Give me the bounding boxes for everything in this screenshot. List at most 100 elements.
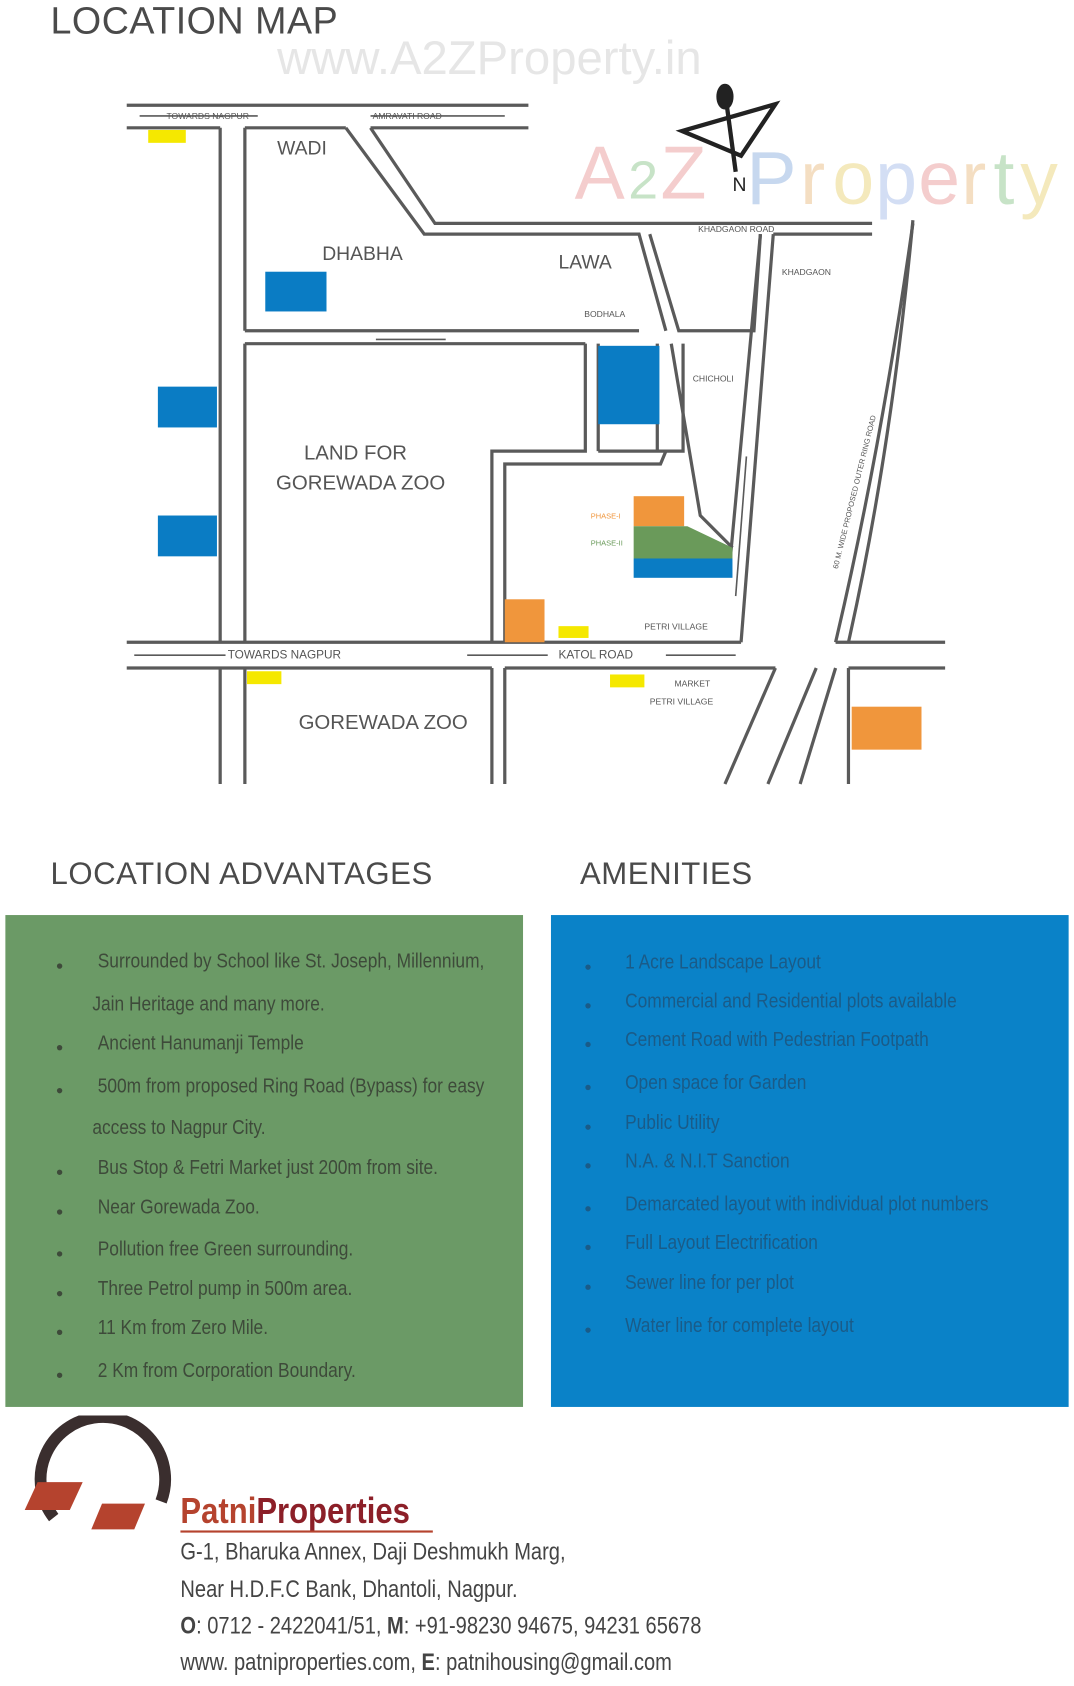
svg-text:r: r	[961, 136, 986, 220]
bullet-icon	[585, 1124, 591, 1130]
svg-text:2: 2	[628, 151, 658, 211]
advantage-item: Pollution free Green surrounding.	[97, 1238, 354, 1261]
location-map: A 2 Z P r o p e r t y N	[126, 83, 1059, 785]
amenity-item: Commercial and Residential plots availab…	[625, 990, 957, 1013]
bullet-icon	[56, 1209, 63, 1215]
phase-2-plot	[633, 526, 733, 559]
website-link[interactable]: www. patniproperties.com,	[180, 1648, 422, 1676]
svg-text:e: e	[918, 136, 960, 220]
svg-text:A: A	[575, 131, 625, 215]
bullet-icon	[585, 1163, 591, 1169]
svg-text:r: r	[800, 136, 825, 220]
amenity-item: Full Layout Electrification	[625, 1231, 818, 1255]
mobile-phone[interactable]: : +91-98230 94675, 94231 65678	[403, 1612, 702, 1639]
advantage-item: Jain Heritage and many more.	[92, 993, 325, 1017]
bullet-icon	[56, 1329, 63, 1335]
label-katol-road: KATOL ROAD	[558, 647, 633, 661]
advantage-item: access to Nagpur City.	[92, 1116, 266, 1140]
bullet-icon	[585, 1206, 591, 1212]
email-link[interactable]: : patnihousing@gmail.com	[434, 1648, 672, 1676]
label-dhabha: DHABHA	[322, 244, 403, 265]
yellow-tag	[148, 129, 186, 143]
svg-text:P: P	[746, 136, 796, 220]
yellow-tag	[558, 626, 589, 638]
contact-phones: O: 0712 - 2422041/51, M: +91-98230 94675…	[180, 1612, 701, 1640]
label-amravati-road: AMRAVATI ROAD	[373, 111, 442, 121]
amenity-item: 1 Acre Landscape Layout	[625, 951, 821, 975]
north-compass-icon: N	[675, 83, 781, 196]
advantage-item: Three Petrol pump in 500m area.	[97, 1278, 353, 1301]
company-underline	[180, 1530, 433, 1533]
label-wadi: WADI	[277, 139, 327, 160]
label-lawa: LAWA	[558, 253, 611, 274]
location-map-title: LOCATION MAP	[50, 0, 339, 42]
watermark-url: www.A2ZProperty.in	[277, 32, 702, 85]
label-bodhala: BODHALA	[584, 309, 625, 319]
label-khadgaon: KHADGAON	[782, 267, 831, 277]
advantage-item: Bus Stop & Fetri Market just 200m from s…	[97, 1156, 439, 1180]
label-market: MARKET	[674, 678, 711, 688]
bullet-icon	[56, 1251, 63, 1257]
blue-landmark-block	[633, 558, 733, 578]
label-towards-nagpur: TOWARDS NAGPUR	[228, 647, 341, 661]
yellow-tag	[610, 674, 645, 688]
label-petri-village: PETRI VILLAGE	[644, 621, 708, 631]
orange-landmark-block	[851, 706, 922, 750]
location-advantages-title: LOCATION ADVANTAGES	[50, 857, 433, 892]
label-chicholi: CHICHOLI	[693, 373, 734, 383]
amenity-item: N.A. & N.I.T Sanction	[625, 1150, 790, 1173]
svg-text:Z: Z	[661, 131, 707, 215]
bullet-icon	[56, 1290, 63, 1297]
amenity-item: Open space for Garden	[625, 1071, 807, 1095]
address-line-1: G-1, Bharuka Annex, Daji Deshmukh Marg,	[180, 1537, 566, 1565]
office-phone[interactable]: : 0712 - 2422041/51,	[196, 1612, 388, 1639]
orange-landmark-block	[504, 599, 545, 643]
label-khadgaon-road: KHADGAON ROAD	[698, 224, 774, 234]
svg-text:o: o	[832, 136, 874, 220]
a2z-watermark-logo: A 2 Z P r o p e r t y	[575, 131, 1059, 220]
bullet-icon	[56, 1372, 63, 1378]
amenity-item: Demarcated layout with individual plot n…	[625, 1193, 989, 1216]
contact-web: www. patniproperties.com, E: patnihousin…	[180, 1649, 671, 1677]
bullet-icon	[56, 1087, 63, 1094]
company-name-part2: Properties	[256, 1490, 410, 1532]
address-line-2: Near H.D.F.C Bank, Dhantoli, Nagpur.	[180, 1575, 518, 1603]
blue-landmark-block	[157, 386, 217, 428]
amenity-item: Sewer line for per plot	[625, 1271, 794, 1295]
label-towards-nagpur-top: TOWARDS NAGPUR	[166, 111, 248, 121]
svg-text:p: p	[875, 136, 917, 220]
bullet-icon	[585, 964, 591, 970]
label-land-for: LAND FOR	[304, 443, 407, 465]
email-label: E	[421, 1648, 435, 1676]
bullet-icon	[585, 1244, 591, 1251]
advantage-item: 11 Km from Zero Mile.	[97, 1316, 269, 1340]
amenities-title: AMENITIES	[579, 857, 753, 892]
company-name-part1: Patni	[180, 1490, 257, 1532]
label-petri-village-2: PETRI VILLAGE	[650, 697, 714, 707]
label-gorewada-zoo: GOREWADA ZOO	[299, 712, 468, 734]
svg-text:y: y	[1020, 136, 1058, 220]
label-ring-road: 60 M. WIDE PROPOSED OUTER RING ROAD	[831, 414, 878, 570]
advantage-item: Ancient Hanumanji Temple	[97, 1032, 304, 1055]
bullet-icon	[585, 1327, 591, 1333]
bullet-icon	[56, 1169, 63, 1175]
office-label: O	[180, 1612, 197, 1639]
location-advantages-panel: Surrounded by School like St. Joseph, Mi…	[5, 915, 524, 1407]
advantage-item: Near Gorewada Zoo.	[97, 1196, 260, 1219]
blue-landmark-block	[157, 515, 217, 557]
compass-north-label: N	[732, 175, 746, 196]
bullet-icon	[585, 1003, 591, 1009]
label-gorewada-land: GOREWADA ZOO	[276, 473, 445, 495]
patni-properties-logo	[24, 1415, 171, 1530]
bullet-icon	[585, 1084, 591, 1091]
advantage-item: 500m from proposed Ring Road (Bypass) fo…	[97, 1075, 485, 1098]
amenity-item: Water line for complete layout	[625, 1314, 854, 1338]
bullet-icon	[585, 1041, 591, 1048]
blue-landmark-block	[265, 271, 327, 312]
label-phase-1: PHASE-I	[591, 512, 621, 521]
svg-text:t: t	[993, 136, 1014, 220]
advantage-item: 2 Km from Corporation Boundary.	[97, 1359, 356, 1383]
mobile-label: M	[387, 1612, 404, 1639]
